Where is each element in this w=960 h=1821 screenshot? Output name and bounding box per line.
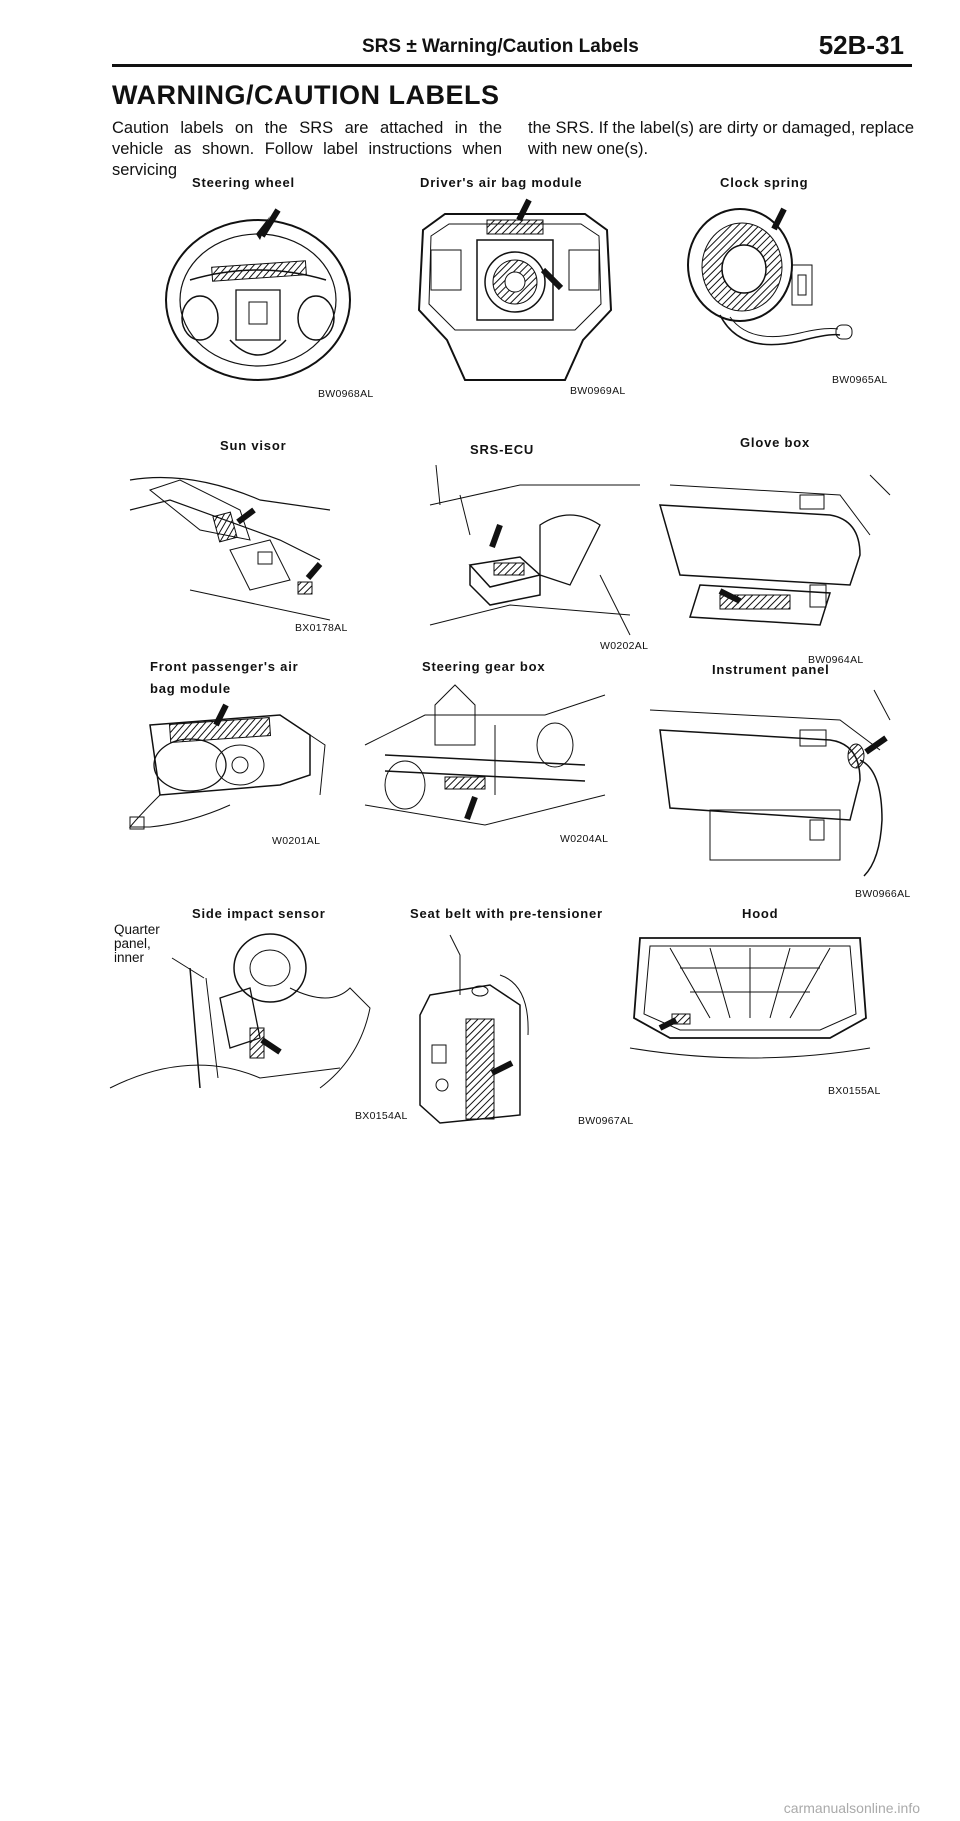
srs-ecu-illustration [430,465,640,645]
front-passenger-airbag-illustration [130,705,325,835]
seat-belt-illustration [420,935,530,1125]
label-steering-wheel: Steering wheel [192,175,295,190]
steering-wheel-illustration [160,210,360,385]
side-impact-sensor-illustration [110,928,390,1098]
label-driver-airbag: Driver's air bag module [420,175,583,190]
label-clock-spring: Clock spring [720,175,809,190]
intro-right: the SRS. If the label(s) are dirty or da… [528,119,915,158]
code-srs-ecu: W0202AL [600,640,649,652]
code-clock-spring: BW0965AL [832,374,888,386]
glove-box-illustration [660,475,890,645]
header-rule [112,64,912,67]
code-steering-gear: W0204AL [560,833,609,845]
page-header: SRS ± Warning/Caution Labels 52B-31 [112,30,912,67]
label-steering-gear: Steering gear box [422,659,546,674]
section-title: WARNING/CAUTION LABELS [112,80,500,110]
label-srs-ecu: SRS-ECU [470,442,535,457]
code-front-passenger: W0201AL [272,835,321,847]
page-number: 52B-31 [818,30,904,60]
label-hood: Hood [742,906,779,921]
label-instrument-panel: Instrument panel [712,662,830,677]
sun-visor-illustration [130,470,330,625]
label-seat-belt: Seat belt with pre-tensioner [410,906,603,921]
hood-illustration [630,928,870,1073]
code-glove-box: BW0964AL [808,654,864,666]
code-sun-visor: BX0178AL [295,622,348,634]
label-side-impact: Side impact sensor [192,906,326,921]
code-instrument-panel: BW0966AL [855,888,911,900]
code-steering-wheel: BW0968AL [318,388,374,400]
code-driver-airbag: BW0969AL [570,385,626,397]
label-front-passenger: Front passenger's air bag module [150,659,299,696]
code-seat-belt: BW0967AL [578,1115,634,1127]
code-hood: BX0155AL [828,1085,881,1097]
header-title: SRS ± Warning/Caution Labels [362,36,639,57]
label-sun-visor: Sun visor [220,438,287,453]
footer-watermark: carmanualsonline.info [783,1800,920,1816]
steering-gear-illustration [365,685,605,835]
code-side-impact: BX0154AL [355,1110,408,1122]
driver-airbag-illustration [415,200,615,385]
intro-left: Caution labels on the SRS are attached i… [112,119,502,179]
label-glove-box: Glove box [740,435,811,450]
callout-quarter-panel: Quarter panel, inner [114,922,160,965]
instrument-panel-illustration [650,690,890,880]
clock-spring-illustration [680,205,860,365]
